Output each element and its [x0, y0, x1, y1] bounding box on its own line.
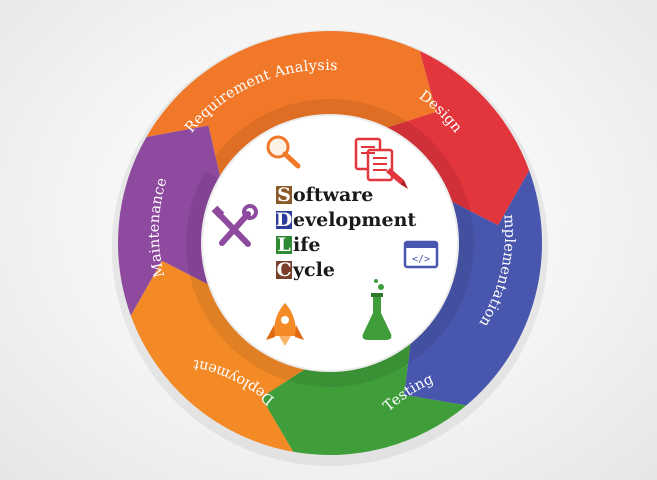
- magnifier-icon: [266, 135, 301, 169]
- segment-testing-inner-band: [305, 339, 423, 387]
- title-initial-box: [276, 186, 292, 204]
- center-title: S oftware D evelopment L ife C ycle: [276, 184, 417, 281]
- title-initial-box: [276, 211, 292, 229]
- segment-implementation: [404, 170, 542, 406]
- title-line-life: L ife: [276, 234, 320, 256]
- segment-design: [383, 50, 530, 226]
- segment-maintenance: [118, 125, 221, 316]
- svg-text:oftware: oftware: [293, 184, 373, 206]
- svg-text:</>: </>: [412, 254, 430, 265]
- svg-text:C: C: [276, 259, 291, 281]
- title-line-software: S oftware: [276, 184, 373, 206]
- svg-text:ycle: ycle: [292, 259, 335, 281]
- documents-icon: [354, 137, 408, 189]
- svg-text:L: L: [277, 234, 290, 256]
- code-window-icon: </>: [403, 240, 439, 269]
- title-line-cycle: C ycle: [276, 259, 335, 281]
- tools-icon: [211, 204, 258, 247]
- segment-deployment: [130, 260, 309, 452]
- svg-text:D: D: [276, 209, 292, 231]
- svg-text:evelopment: evelopment: [293, 209, 416, 231]
- rocket-icon: [266, 303, 304, 346]
- svg-text:S: S: [277, 184, 291, 206]
- segment-requirement-analysis: [146, 31, 437, 180]
- svg-text:ife: ife: [293, 234, 320, 256]
- title-initial-box: [276, 236, 292, 254]
- center-disc: [202, 115, 458, 371]
- flask-icon: [362, 279, 392, 340]
- title-line-development: D evelopment: [276, 209, 417, 231]
- title-initial-box: [276, 261, 292, 279]
